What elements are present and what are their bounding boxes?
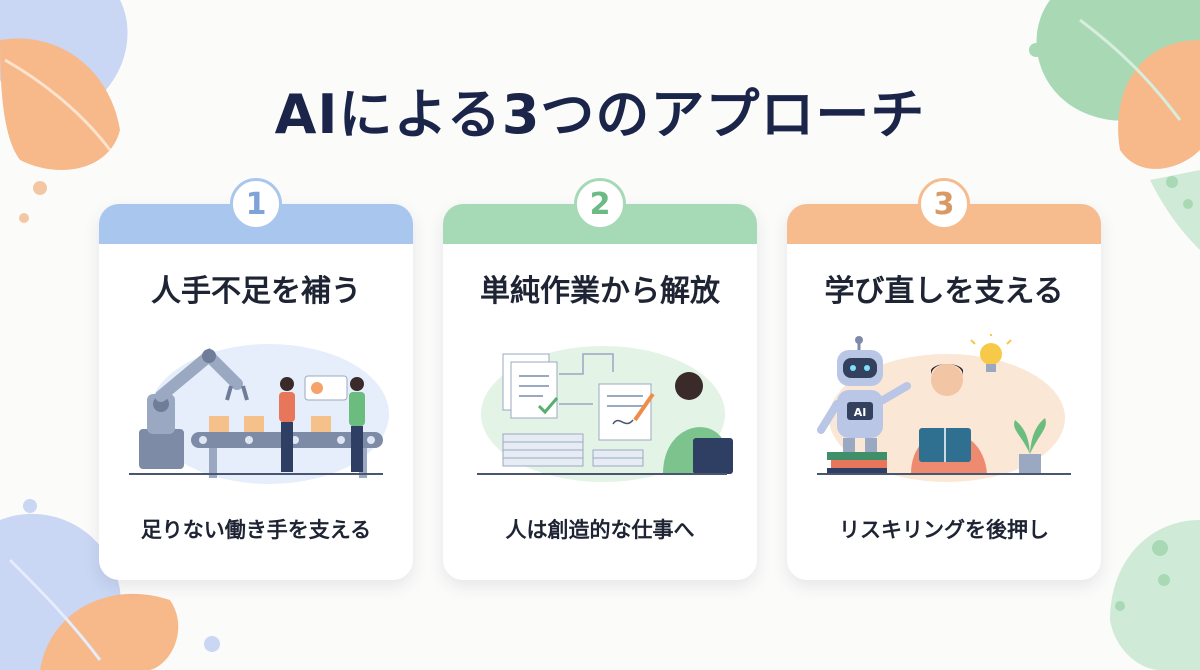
- page-title: AIによる3つのアプローチ: [274, 83, 926, 146]
- bottom-right-leaves: [1110, 520, 1200, 670]
- robot-arm-conveyor-illustration: [129, 344, 389, 484]
- number-badge: 2: [574, 178, 626, 230]
- approach-card-1: 1 人手不足を補う 足りない働き手を支える: [99, 178, 413, 580]
- card-caption: 人は創造的な仕事へ: [505, 518, 695, 542]
- document-automation-illustration: [477, 346, 733, 482]
- approach-card-2: 2 単純作業から解放 人は創造的な仕事へ: [443, 178, 757, 580]
- number-badge: 3: [918, 178, 970, 230]
- bottom-left-leaves: [0, 499, 220, 670]
- ai-robot-tutor-illustration: AI: [817, 334, 1071, 482]
- robot-chest-label: AI: [854, 406, 867, 419]
- card-caption: リスキリングを後押し: [839, 518, 1049, 542]
- card-heading: 人手不足を補う: [151, 274, 361, 309]
- card-heading: 学び直しを支える: [824, 274, 1064, 309]
- card-caption: 足りない働き手を支える: [140, 518, 372, 542]
- card-heading: 単純作業から解放: [480, 274, 720, 309]
- number-badge: 1: [230, 178, 282, 230]
- top-left-leaves: [0, 0, 128, 223]
- approach-card-3: 3 学び直しを支える AI リスキリングを: [787, 178, 1101, 580]
- top-right-leaves: [1029, 0, 1200, 250]
